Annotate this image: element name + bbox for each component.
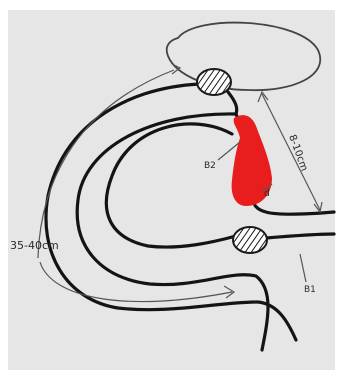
upper-ring-marker — [197, 69, 231, 95]
b1-label: B1 — [304, 285, 316, 295]
limb-length-label: 35-40cm — [10, 239, 59, 252]
b2-label: B2 — [204, 161, 216, 171]
paper-background — [8, 10, 335, 370]
d-label: d — [264, 189, 270, 199]
lower-ring-marker — [233, 227, 267, 253]
